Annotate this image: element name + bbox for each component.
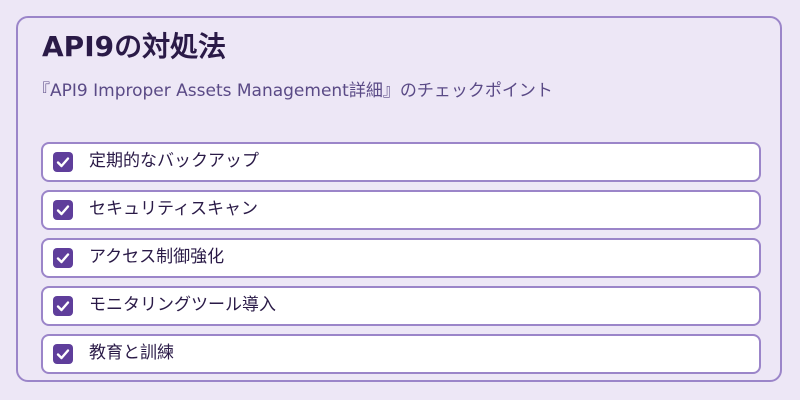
page-title: API9の対処法 xyxy=(42,30,227,63)
checklist-item-backup[interactable]: 定期的なバックアップ xyxy=(41,142,761,182)
checklist-item-training[interactable]: 教育と訓練 xyxy=(41,334,761,374)
checklist-item-label: 定期的なバックアップ xyxy=(89,151,259,171)
checklist-item-access-control[interactable]: アクセス制御強化 xyxy=(41,238,761,278)
page-subtitle: 『API9 Improper Assets Management詳細』のチェック… xyxy=(33,81,553,101)
checklist: 定期的なバックアップ セキュリティスキャン アクセス制御強化 モニタリングツール… xyxy=(41,142,761,382)
checklist-item-label: セキュリティスキャン xyxy=(89,199,258,219)
checklist-item-label: アクセス制御強化 xyxy=(89,247,225,267)
checklist-item-monitoring[interactable]: モニタリングツール導入 xyxy=(41,286,761,326)
checklist-item-security-scan[interactable]: セキュリティスキャン xyxy=(41,190,761,230)
checkbox-checked-icon[interactable] xyxy=(53,200,73,220)
checklist-card: API9の対処法 『API9 Improper Assets Managemen… xyxy=(16,16,782,382)
checklist-item-label: モニタリングツール導入 xyxy=(89,295,276,315)
checkbox-checked-icon[interactable] xyxy=(53,344,73,364)
checkbox-checked-icon[interactable] xyxy=(53,296,73,316)
checkbox-checked-icon[interactable] xyxy=(53,248,73,268)
checkbox-checked-icon[interactable] xyxy=(53,152,73,172)
checklist-item-label: 教育と訓練 xyxy=(89,343,174,363)
